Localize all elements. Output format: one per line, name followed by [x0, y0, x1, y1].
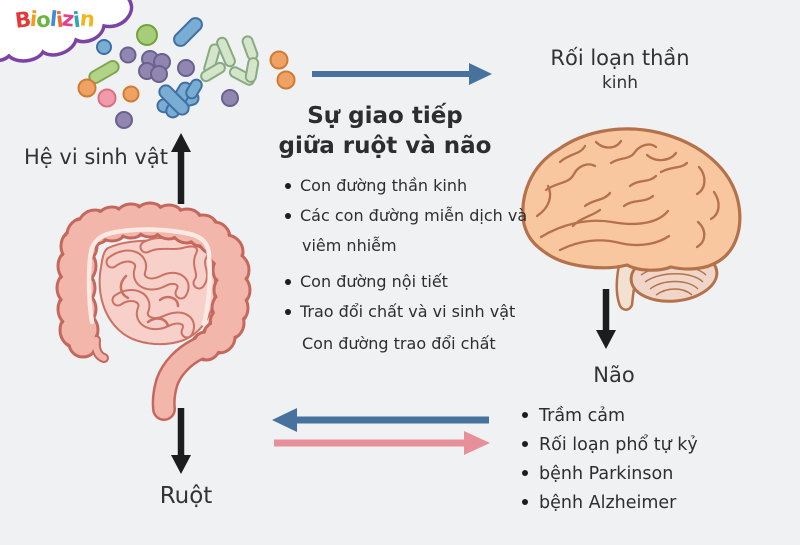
brain-effect-item: bệnh Parkinson: [522, 463, 722, 485]
right-arrow-pink: [274, 431, 490, 455]
logo-cloud: [0, 0, 134, 63]
bullet-dot: [285, 213, 291, 219]
bullet-dot: [285, 309, 291, 315]
brain-illustration: [521, 127, 742, 311]
brain-label: Não: [593, 363, 635, 387]
microbiome-label: Hệ vi sinh vật: [24, 145, 168, 169]
up-arrow: [171, 133, 191, 204]
pathway-item-sub: Con đường trao đổi chất: [302, 334, 496, 353]
bullet-dot: [285, 183, 291, 189]
microbiome-illustration: [77, 17, 296, 129]
neuro-disorder-line1: Rối loạn thần: [550, 46, 690, 70]
bullet-dot: [522, 470, 528, 476]
brain-effect-item: Rối loạn phổ tự kỷ: [522, 434, 722, 456]
bullet-dot: [285, 279, 291, 285]
communication-title-line2: giữa ruột và não: [278, 133, 492, 159]
neuro-disorder-line2: kinh: [601, 73, 639, 93]
neuro-disorder-label: Rối loạn thần kinh: [543, 45, 697, 94]
left-arrow-blue: [272, 408, 489, 432]
brand-logo: Biolizin: [13, 6, 95, 33]
pathway-item: Con đường nội tiết: [285, 272, 530, 292]
down-arrow-gut: [171, 408, 191, 474]
bullet-dot: [522, 412, 528, 418]
bullet-dot: [522, 499, 528, 505]
gut-label: Ruột: [159, 483, 213, 509]
right-arrow-blue-top: [312, 63, 492, 85]
bullet-dot: [522, 441, 528, 447]
brain-effect-item: Trầm cảm: [522, 405, 722, 427]
down-arrow-brain: [596, 289, 616, 349]
intestine-illustration: [55, 201, 252, 421]
communication-title-line1: Sự giao tiếp: [307, 103, 463, 129]
communication-title: Sự giao tiếp giữa ruột và não: [268, 101, 502, 161]
pathway-item: Con đường thần kinh: [285, 176, 530, 196]
brain-effect-item: bệnh Alzheimer: [522, 492, 722, 514]
pathway-item-sub: viêm nhiễm: [302, 236, 397, 255]
pathway-item: Các con đường miễn dịch và: [285, 206, 530, 226]
pathway-item: Trao đổi chất và vi sinh vật: [285, 302, 530, 322]
